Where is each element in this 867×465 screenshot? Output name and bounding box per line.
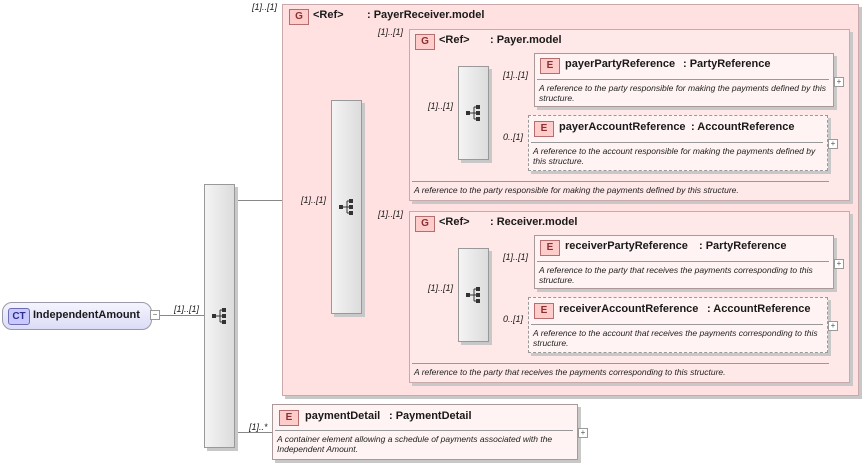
sequence-icon: [466, 105, 480, 121]
cardinality-payer-group: [1]..[1]: [378, 27, 404, 37]
connector-seq-up: [234, 200, 282, 201]
sequence-icon: [212, 308, 226, 324]
group-description: A reference to the party that receives t…: [414, 367, 726, 377]
element-description: A reference to the account that receives…: [533, 328, 818, 348]
sequence-icon: [466, 287, 480, 303]
element-badge: E: [279, 410, 299, 426]
cardinality-group-outer: [1]..[1]: [252, 2, 278, 12]
element-type: : PaymentDetail: [389, 410, 472, 422]
sequence-icon: [339, 199, 353, 215]
group-ref: <Ref>: [439, 34, 470, 46]
cardinality-payer-party: [1]..[1]: [503, 70, 529, 80]
element-name: paymentDetail: [305, 410, 381, 422]
element-name: payerPartyReference: [565, 58, 676, 70]
group-ref: <Ref>: [313, 9, 344, 21]
connector-seq-down: [234, 432, 272, 433]
element-payer-account-reference[interactable]: E payerAccountReference : AccountReferen…: [528, 115, 828, 171]
complex-type-badge: CT: [8, 308, 30, 325]
cardinality-receiver-seq: [1]..[1]: [428, 283, 454, 293]
mid-sequence[interactable]: [331, 100, 362, 314]
cardinality-receiver-account: 0..[1]: [503, 314, 524, 324]
element-name: payerAccountReference: [559, 121, 686, 133]
group-name: : Receiver.model: [490, 216, 578, 228]
cardinality-payer-account: 0..[1]: [503, 132, 524, 142]
group-ref: <Ref>: [439, 216, 470, 228]
element-badge: E: [540, 58, 560, 74]
group-badge: G: [289, 9, 309, 25]
element-receiver-account-reference[interactable]: E receiverAccountReference : AccountRefe…: [528, 297, 828, 353]
root-collapse-icon[interactable]: −: [150, 310, 160, 320]
group-badge: G: [415, 34, 435, 50]
cardinality-payment-detail: [1]..*: [249, 422, 268, 432]
root-complex-type[interactable]: CT IndependentAmount: [2, 302, 152, 330]
group-name: : PayerReceiver.model: [367, 9, 485, 21]
element-description: A container element allowing a schedule …: [277, 434, 553, 454]
element-type: : PartyReference: [699, 240, 787, 252]
cardinality-receiver-group: [1]..[1]: [378, 209, 404, 219]
payer-sequence[interactable]: [458, 66, 489, 160]
cardinality-receiver-party: [1]..[1]: [503, 252, 529, 262]
receiver-sequence[interactable]: [458, 248, 489, 342]
expand-icon[interactable]: +: [834, 77, 844, 87]
element-type: : AccountReference: [707, 303, 811, 315]
element-description: A reference to the account responsible f…: [533, 146, 816, 166]
element-receiver-party-reference[interactable]: E receiverPartyReference : PartyReferenc…: [534, 235, 834, 289]
element-type: : AccountReference: [691, 121, 795, 133]
element-description: A reference to the party responsible for…: [539, 83, 826, 103]
element-badge: E: [534, 303, 554, 319]
element-payer-party-reference[interactable]: E payerPartyReference : PartyReference A…: [534, 53, 834, 107]
expand-icon[interactable]: +: [578, 428, 588, 438]
element-payment-detail[interactable]: E paymentDetail : PaymentDetail A contai…: [272, 404, 578, 460]
expand-icon[interactable]: +: [828, 139, 838, 149]
element-badge: E: [534, 121, 554, 137]
expand-icon[interactable]: +: [828, 321, 838, 331]
element-type: : PartyReference: [683, 58, 771, 70]
cardinality-seq-mid: [1]..[1]: [301, 195, 327, 205]
element-badge: E: [540, 240, 560, 256]
cardinality-payer-seq: [1]..[1]: [428, 101, 454, 111]
connector-root: [158, 315, 204, 316]
element-name: receiverPartyReference: [565, 240, 688, 252]
group-name: : Payer.model: [490, 34, 562, 46]
root-sequence[interactable]: [204, 184, 235, 448]
expand-icon[interactable]: +: [834, 259, 844, 269]
group-badge: G: [415, 216, 435, 232]
group-description: A reference to the party responsible for…: [414, 185, 739, 195]
root-name: IndependentAmount: [33, 309, 140, 321]
cardinality-root-seq: [1]..[1]: [174, 304, 200, 314]
element-name: receiverAccountReference: [559, 303, 699, 315]
element-description: A reference to the party that receives t…: [539, 265, 813, 285]
